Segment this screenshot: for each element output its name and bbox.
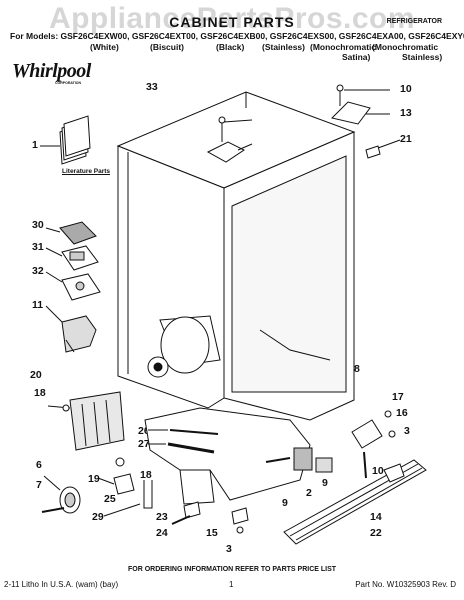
callout-23: 23 xyxy=(156,511,168,523)
right-wheel-assembly xyxy=(265,410,396,479)
color-label-mono-satina-2: Satina) xyxy=(342,52,371,62)
callout-33: 33 xyxy=(146,81,158,93)
callout-32: 32 xyxy=(32,265,44,277)
callout-30: 30 xyxy=(32,219,44,231)
callout-5: 7 xyxy=(36,479,42,491)
cabinet-shell xyxy=(116,91,356,421)
callout-9: 10 xyxy=(372,465,384,477)
footer-part-number: Part No. W10325903 Rev. D xyxy=(355,580,456,589)
bottom-grille xyxy=(283,459,427,545)
color-label-white: (White) xyxy=(90,42,119,52)
callout-21: 21 xyxy=(400,133,412,145)
callout-3-bottom: 3 xyxy=(226,543,232,555)
lower-center-parts xyxy=(97,457,153,517)
callout-1: 1 xyxy=(32,139,38,151)
callout-29: 29 xyxy=(92,511,104,523)
appliance-type: REFRIGERATOR xyxy=(386,18,442,25)
callout-27: 27 xyxy=(138,438,150,450)
footer-page-number: 1 xyxy=(229,580,234,589)
callout-17: 17 xyxy=(392,391,404,403)
callout-16: 16 xyxy=(396,407,408,419)
color-label-mono-satina: (Monochromatic xyxy=(310,42,377,52)
callout-18-lower: 18 xyxy=(140,469,152,481)
callout-15: 15 xyxy=(206,527,218,539)
whirlpool-logo: Whirlpool xyxy=(12,60,91,82)
callout-24: 24 xyxy=(156,527,168,539)
left-rail-bracket xyxy=(47,391,125,451)
callout-11: 11 xyxy=(32,299,44,311)
callout-20: 20 xyxy=(30,369,42,381)
whirlpool-logo-subtext: CORPORATION xyxy=(55,81,81,85)
footer-ordering-note: FOR ORDERING INFORMATION REFER TO PARTS … xyxy=(127,566,337,573)
callout-7: 9 xyxy=(322,477,328,489)
callout-2: 2 xyxy=(306,487,312,499)
callout-19: 19 xyxy=(88,473,100,485)
callout-6: 9 xyxy=(282,497,288,509)
callout-13: 13 xyxy=(400,107,412,119)
page-title: CABINET PARTS xyxy=(169,14,295,30)
color-label-stainless: (Stainless) xyxy=(262,42,305,52)
top-middle-hinge xyxy=(206,116,253,163)
part-11-assembly xyxy=(45,305,97,353)
color-label-black: (Black) xyxy=(216,42,245,52)
callout-4: 6 xyxy=(36,459,42,471)
lower-deck-panel xyxy=(144,407,311,505)
literature-parts xyxy=(40,115,91,165)
callout-18-left: 18 xyxy=(34,387,46,399)
callout-8: 8 xyxy=(354,363,360,375)
callout-22: 22 xyxy=(370,527,382,539)
top-hinge-assembly xyxy=(331,84,401,159)
control-parts-stack xyxy=(45,221,101,301)
callout-14: 14 xyxy=(370,511,382,523)
lower-left-wheel xyxy=(41,475,81,514)
footer-litho: 2-11 Litho In U.S.A. (wam) (bay) xyxy=(4,580,119,589)
callout-26: 26 xyxy=(138,425,150,437)
callout-3-right: 3 xyxy=(404,425,410,437)
callout-31: 31 xyxy=(32,241,44,253)
models-line: For Models: GSF26C4EXW00, GSF26C4EXT00, … xyxy=(10,31,464,41)
literature-parts-label: Literature Parts xyxy=(62,168,111,175)
bottom-hardware xyxy=(171,501,249,534)
callout-25: 25 xyxy=(104,493,116,505)
color-label-mono-stainless: (Monochromatic xyxy=(372,42,439,52)
callout-10-top-right: 10 xyxy=(400,83,412,95)
door-closure-parts xyxy=(148,429,219,454)
watermark-text: AppliancePartsPros.com xyxy=(48,2,416,35)
color-label-biscuit: (Biscuit) xyxy=(150,42,184,52)
color-label-mono-stainless-2: Stainless) xyxy=(402,52,443,62)
